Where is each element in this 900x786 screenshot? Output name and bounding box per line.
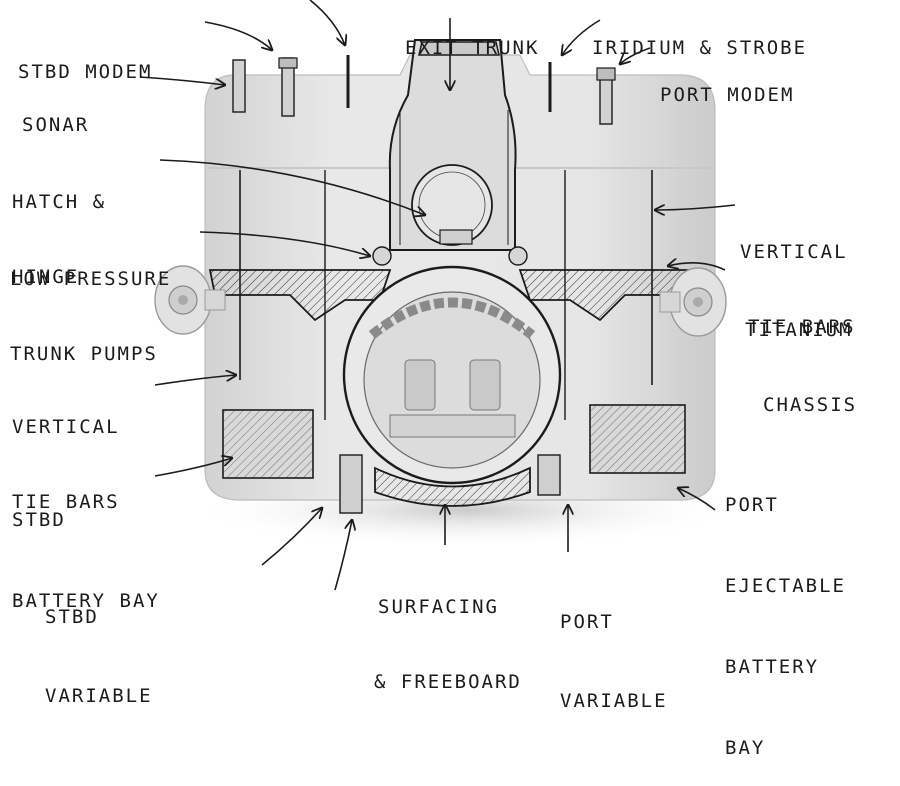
hatch — [411, 164, 493, 246]
stbd-variable-ballast — [339, 454, 363, 514]
label-line: STBD MODEM — [18, 61, 153, 83]
label-line: BAY — [725, 737, 766, 759]
crew-sphere-window — [363, 291, 541, 469]
crew-seat-left — [404, 359, 436, 411]
hatch-hinge — [439, 229, 473, 245]
label-line: VERTICAL — [740, 241, 848, 263]
label-line: LOW PRESSURE — [10, 268, 172, 290]
label-line: TIE BARS — [748, 316, 856, 338]
stbd-battery-bay — [222, 409, 314, 479]
label-port-ejectable-battery-bay: PORT EJECTABLE BATTERY BAY — [725, 443, 846, 786]
label-iridium-strobe: IRIDIUM & STROBE — [592, 0, 807, 86]
label-line: PORT MODEM — [660, 84, 795, 106]
surfacing-freeboard-tank — [374, 466, 531, 507]
label-line: TIE BARS — [12, 491, 120, 513]
label-line: EJECTABLE — [725, 575, 846, 597]
label-line: EXIT TRUNK — [405, 37, 540, 59]
crew-seat-right — [469, 359, 501, 411]
label-line: VARIABLE — [45, 685, 153, 707]
thruster-left — [154, 265, 226, 335]
label-vertical-tie-bars-right: VERTICAL TIE BARS — [740, 190, 856, 365]
label-line: SURFACING — [378, 596, 499, 618]
trunk-pump-left — [372, 246, 392, 266]
label-line: STBD — [12, 509, 66, 531]
label-line: & FREEBOARD — [374, 671, 522, 693]
crew-sphere-teeth — [368, 297, 536, 339]
label-line: TRUNK PUMPS — [10, 343, 158, 365]
leader-lines — [139, 0, 736, 591]
port-battery-bay — [589, 404, 686, 474]
label-surfacing-freeboard: SURFACING & FREEBOARD — [374, 545, 522, 720]
submersible-diagram — [139, 0, 745, 591]
label-exit-trunk: EXIT TRUNK — [405, 0, 539, 86]
label-line: CHASSIS — [763, 394, 858, 416]
label-line: STBD — [45, 606, 99, 628]
stbd-modem-cap — [278, 57, 298, 69]
label-low-pressure-trunk-pumps: LOW PRESSURE TRUNK PUMPS — [10, 217, 171, 392]
label-sonar: SONAR — [22, 63, 89, 163]
thruster-right — [659, 267, 727, 337]
trunk-pump-right — [508, 246, 528, 266]
label-port-modem: PORT MODEM — [660, 33, 794, 133]
port-variable-ballast — [537, 454, 561, 496]
label-line: BATTERY — [725, 656, 820, 678]
label-stbd-variable: STBD VARIABLE — [45, 555, 153, 734]
label-stbd-modem: STBD MODEM — [18, 10, 152, 110]
label-line: PORT — [560, 611, 614, 633]
label-line: TITANIUM — [745, 319, 853, 341]
label-titanium-chassis: TITANIUM CHASSIS — [745, 268, 857, 443]
label-port-variable: PORT VARIABLE — [560, 560, 668, 739]
label-line: VARIABLE — [560, 690, 668, 712]
label-line: SONAR — [22, 114, 90, 136]
label-hatch-hinge: HATCH & HINGE — [12, 140, 106, 315]
label-line: IRIDIUM & STROBE — [592, 37, 808, 59]
label-line: HATCH & — [12, 191, 107, 213]
port-modem-cap — [596, 67, 616, 81]
titanium-chassis-left — [208, 269, 392, 322]
crew-console — [389, 414, 516, 438]
exit-trunk-top — [418, 41, 500, 56]
sonar-mast — [232, 59, 246, 113]
label-line: PORT — [725, 494, 779, 516]
label-line: VERTICAL — [12, 416, 120, 438]
label-vertical-tie-bars-left: VERTICAL TIE BARS — [12, 365, 120, 540]
label-line: HINGE — [12, 266, 80, 288]
